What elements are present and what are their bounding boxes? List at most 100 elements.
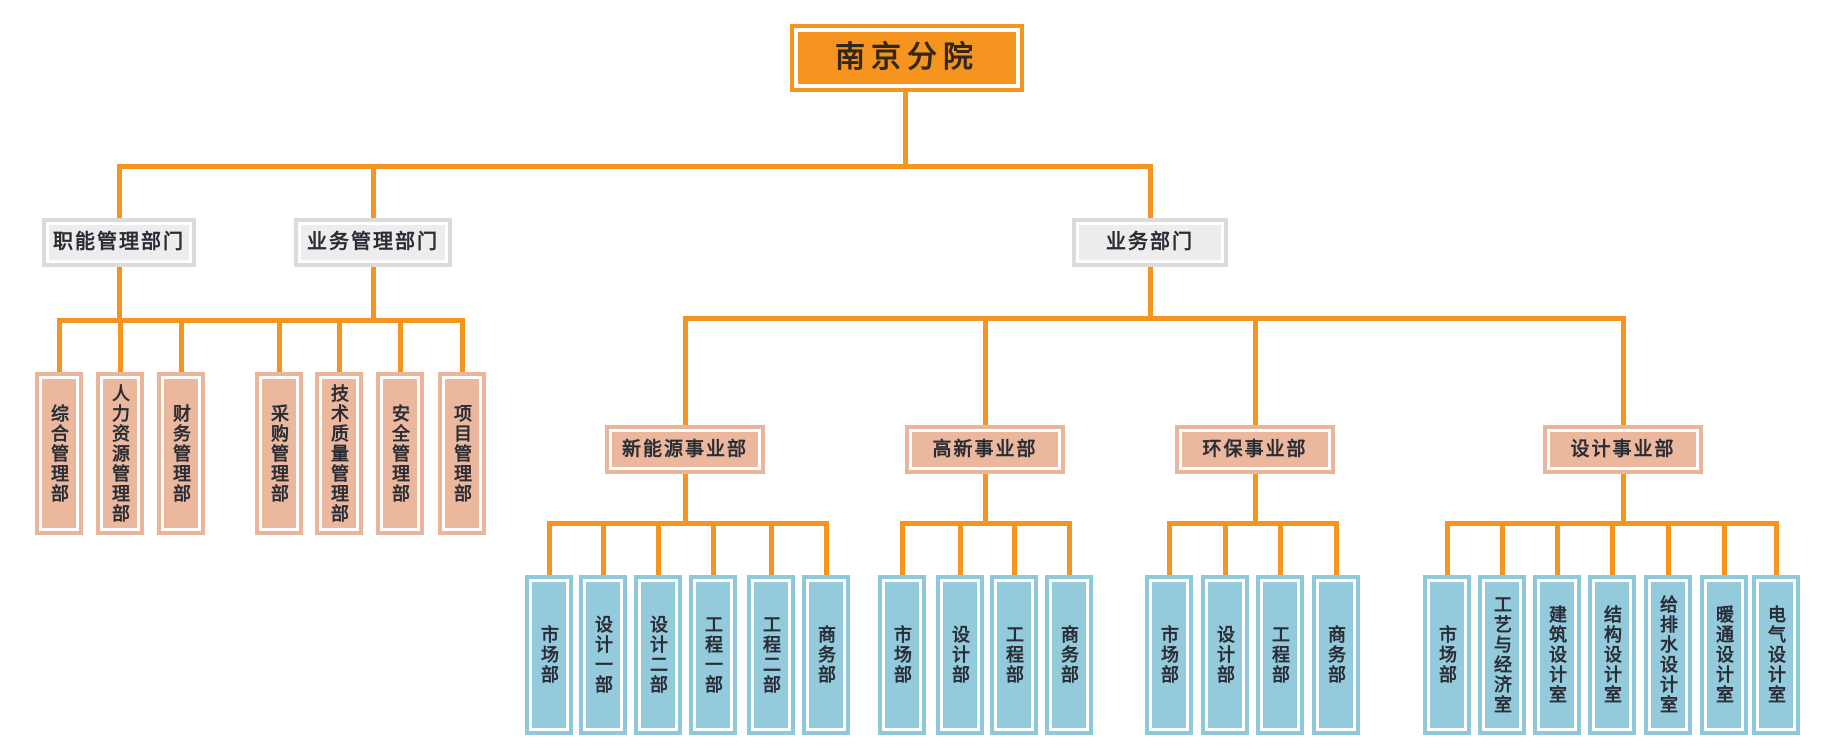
connector-line (118, 318, 123, 372)
node-label: 商务部 (1326, 625, 1346, 685)
connector-line (547, 521, 829, 526)
node-label: 市场部 (1437, 625, 1457, 685)
connector-line (57, 318, 62, 372)
connector-line (1148, 164, 1153, 218)
node-design-dept: 设计部 (1201, 575, 1249, 735)
connector-line (601, 521, 606, 575)
connector-line (117, 267, 122, 320)
node-architecture-design-office: 建筑设计室 (1533, 575, 1581, 735)
node-label: 结构设计室 (1602, 605, 1622, 705)
node-label: 综合管理部 (49, 403, 69, 504)
node-business-management-departments: 业务管理部门 (294, 218, 452, 267)
node-label: 设计事业部 (1550, 432, 1696, 467)
connector-line (1067, 521, 1072, 575)
connector-line (824, 521, 829, 575)
node-label: 工程部 (1004, 625, 1024, 685)
connector-line (983, 474, 988, 521)
connector-line (1555, 521, 1560, 575)
node-label: 工程一部 (703, 615, 723, 695)
connector-line (371, 164, 376, 218)
node-label: 环保事业部 (1182, 432, 1328, 467)
node-procurement-management-dept: 采购管理部 (255, 372, 303, 535)
connector-line (117, 164, 122, 218)
node-process-economics-office: 工艺与经济室 (1478, 575, 1526, 735)
connector-line (57, 318, 465, 323)
connector-line (1722, 521, 1727, 575)
connector-line (179, 318, 184, 372)
connector-line (1223, 521, 1228, 575)
node-engineering-dept-1: 工程一部 (689, 575, 737, 735)
node-label: 业务部门 (1079, 225, 1221, 260)
node-hvac-design-office: 暖通设计室 (1700, 575, 1748, 735)
node-design-dept: 设计部 (936, 575, 984, 735)
node-design-bu: 设计事业部 (1543, 425, 1703, 474)
node-hr-management-dept: 人力资源管理部 (96, 372, 144, 535)
connector-line (1621, 474, 1626, 521)
node-label: 市场部 (1159, 625, 1179, 685)
node-label: 设计一部 (593, 615, 613, 695)
node-label: 职能管理部门 (49, 225, 189, 260)
node-label: 工程部 (1270, 625, 1290, 685)
connector-line (903, 92, 908, 166)
node-business-departments: 业务部门 (1072, 218, 1228, 267)
connector-line (1167, 521, 1172, 575)
node-commerce-dept: 商务部 (802, 575, 850, 735)
connector-line (769, 521, 774, 575)
node-label: 工艺与经济室 (1492, 595, 1512, 715)
connector-line (900, 521, 905, 575)
connector-line (277, 318, 282, 372)
node-engineering-dept-2: 工程二部 (747, 575, 795, 735)
node-commerce-dept: 商务部 (1045, 575, 1093, 735)
node-label: 商务部 (1059, 625, 1079, 685)
node-new-energy-bu: 新能源事业部 (605, 425, 765, 474)
connector-line (711, 521, 716, 575)
node-plumbing-design-office: 给排水设计室 (1644, 575, 1692, 735)
node-engineering-dept: 工程部 (1256, 575, 1304, 735)
node-functional-management-departments: 职能管理部门 (42, 218, 196, 267)
node-label: 设计部 (950, 625, 970, 685)
node-design-dept-2: 设计二部 (634, 575, 682, 735)
node-label: 建筑设计室 (1547, 605, 1567, 705)
connector-line (983, 316, 988, 425)
node-label: 高新事业部 (912, 432, 1058, 467)
connector-line (958, 521, 963, 575)
node-market-dept: 市场部 (878, 575, 926, 735)
connector-line (547, 521, 552, 575)
connector-line (1334, 521, 1339, 575)
connector-line (1253, 474, 1258, 521)
node-finance-management-dept: 财务管理部 (157, 372, 205, 535)
connector-line (1774, 521, 1779, 575)
node-label: 南京分院 (798, 32, 1016, 84)
node-safety-management-dept: 安全管理部 (376, 372, 424, 535)
node-market-dept: 市场部 (1423, 575, 1471, 735)
connector-line (1167, 521, 1339, 526)
connector-line (337, 318, 342, 372)
node-design-dept-1: 设计一部 (579, 575, 627, 735)
connector-line (1500, 521, 1505, 575)
node-label: 工程二部 (761, 615, 781, 695)
connector-line (1445, 521, 1450, 575)
node-label: 财务管理部 (171, 403, 191, 504)
connector-line (900, 521, 1072, 526)
node-environmental-bu: 环保事业部 (1175, 425, 1335, 474)
node-label: 商务部 (816, 625, 836, 685)
node-label: 暖通设计室 (1714, 605, 1734, 705)
node-label: 设计部 (1215, 625, 1235, 685)
connector-line (398, 318, 403, 372)
node-electrical-design-office: 电气设计室 (1752, 575, 1800, 735)
connector-line (683, 474, 688, 521)
node-label: 新能源事业部 (612, 432, 758, 467)
node-label: 人力资源管理部 (110, 383, 130, 524)
connector-line (1621, 316, 1626, 425)
node-label: 市场部 (539, 625, 559, 685)
node-label: 采购管理部 (269, 403, 289, 504)
connector-line (1610, 521, 1615, 575)
node-structure-design-office: 结构设计室 (1588, 575, 1636, 735)
node-project-management-dept: 项目管理部 (438, 372, 486, 535)
node-label: 给排水设计室 (1658, 595, 1678, 715)
connector-line (1148, 267, 1153, 318)
connector-line (117, 164, 1153, 169)
node-nanjing-branch: 南京分院 (790, 24, 1024, 92)
connector-line (683, 316, 688, 425)
